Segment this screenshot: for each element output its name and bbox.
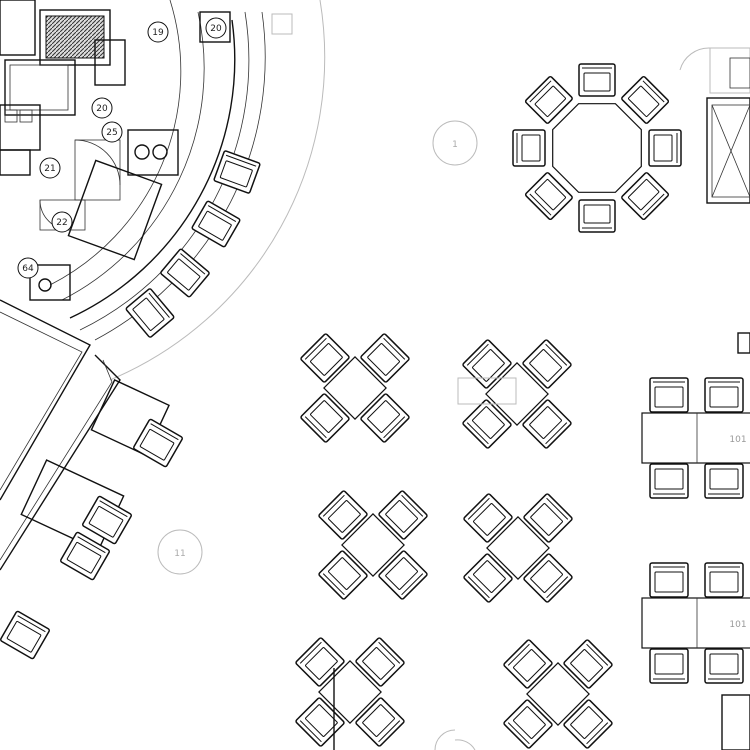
chair <box>704 562 744 598</box>
tag-circle <box>91 97 113 119</box>
kitchen-tag-label: 21 <box>44 164 55 174</box>
chair <box>578 199 616 233</box>
chair <box>160 248 210 298</box>
tag-circle <box>17 257 39 279</box>
chair <box>125 288 175 338</box>
table-cluster <box>295 637 405 747</box>
chair <box>378 550 428 600</box>
chair <box>463 493 513 543</box>
chair <box>213 150 261 194</box>
chair <box>82 495 132 545</box>
kitchen-tag-label: 20 <box>210 24 222 34</box>
chair <box>578 63 616 97</box>
table-tag-label: 101 <box>729 620 746 630</box>
chair <box>649 463 689 499</box>
chair <box>300 333 350 383</box>
table-tag-label: 101 <box>729 435 746 445</box>
chair <box>524 75 573 124</box>
stair-elevator-core <box>679 47 750 750</box>
tag-circle <box>39 157 61 179</box>
chair <box>704 648 744 684</box>
chair <box>355 697 405 747</box>
chair <box>295 697 345 747</box>
tag-circle <box>205 17 227 39</box>
table-cluster <box>463 493 573 603</box>
chair <box>523 553 573 603</box>
kitchen-equipment <box>0 0 293 301</box>
chair <box>621 172 670 221</box>
counter-arc-2 <box>79 11 250 331</box>
chair <box>295 637 345 687</box>
chair <box>523 493 573 543</box>
kitchen-tag-label: 19 <box>152 28 164 38</box>
chair <box>133 418 183 468</box>
chair <box>318 550 368 600</box>
chair <box>462 339 512 389</box>
chair <box>649 648 689 684</box>
tag-circle <box>51 211 73 233</box>
kitchen-tag-label: 20 <box>96 104 108 114</box>
chair <box>563 639 613 689</box>
kitchen-tag-label: 25 <box>106 128 117 138</box>
left-room-walls <box>0 299 121 571</box>
chair <box>512 129 546 167</box>
chair <box>648 129 682 167</box>
chair <box>524 172 573 221</box>
chair <box>60 531 110 581</box>
column-circle <box>432 120 478 166</box>
chair <box>649 562 689 598</box>
rect-table <box>641 377 750 499</box>
chair <box>522 339 572 389</box>
round-table <box>512 63 682 233</box>
column-circle <box>157 529 203 575</box>
chair <box>378 490 428 540</box>
chair <box>704 463 744 499</box>
column-tag-label: 11 <box>174 549 185 559</box>
furniture-layer <box>0 63 750 750</box>
chair <box>300 393 350 443</box>
table-cluster <box>462 339 572 449</box>
chair <box>563 699 613 749</box>
chair <box>503 699 553 749</box>
tag-circle <box>147 21 169 43</box>
tag-circle <box>101 121 123 143</box>
kitchen-tag-label: 64 <box>22 264 34 274</box>
kitchen-tag-label: 22 <box>56 218 67 228</box>
chair <box>704 377 744 413</box>
rect-table <box>641 562 750 684</box>
counter-outer-arc <box>109 0 326 381</box>
chair <box>463 553 513 603</box>
table-cluster <box>503 639 613 749</box>
chair <box>522 399 572 449</box>
chair <box>462 399 512 449</box>
chair <box>503 639 553 689</box>
chair <box>649 377 689 413</box>
table-cluster <box>318 490 428 600</box>
counter-arc-4 <box>61 11 205 301</box>
table-cluster <box>300 333 410 443</box>
counter-arc-5 <box>49 0 182 286</box>
chair <box>355 637 405 687</box>
chair <box>191 200 241 248</box>
chair <box>360 393 410 443</box>
column-tag-label: 1 <box>452 140 458 150</box>
chair <box>0 610 50 660</box>
chair <box>360 333 410 383</box>
counter-arc-3 <box>69 19 236 319</box>
chair <box>318 490 368 540</box>
chair <box>621 75 670 124</box>
